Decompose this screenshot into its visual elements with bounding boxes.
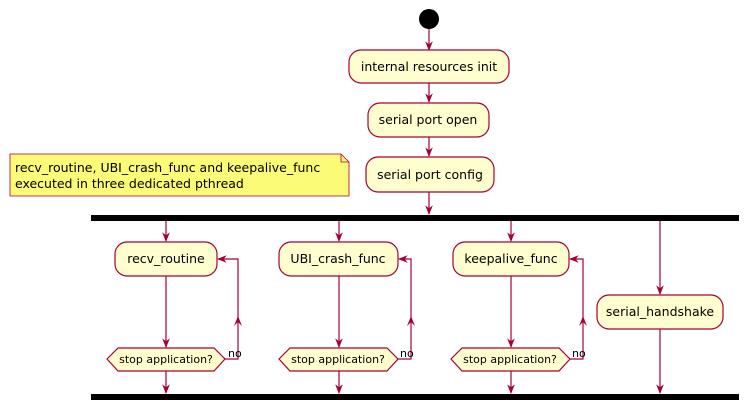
- activity-label: serial_handshake: [606, 304, 715, 319]
- activity-internal-resources-init: internal resources init: [348, 49, 510, 84]
- decision-crash: stop application?: [278, 347, 399, 372]
- activity-label: internal resources init: [361, 59, 497, 74]
- activity-serial-handshake: serial_handshake: [596, 294, 724, 330]
- loop-label: no: [228, 347, 242, 360]
- decision-recv: stop application?: [106, 347, 226, 372]
- join-bar: [91, 394, 739, 400]
- loop-label: no: [400, 347, 414, 360]
- activity-label: recv_routine: [127, 251, 205, 266]
- start-node: [419, 9, 439, 29]
- decision-keepalive: stop application?: [450, 347, 571, 372]
- activity-label: keepalive_func: [464, 251, 557, 266]
- activity-serial-port-config: serial port config: [365, 156, 495, 193]
- activity-label: serial port open: [379, 112, 478, 127]
- loop-arrow-up: [234, 316, 242, 326]
- activity-ubi-crash-func: UBI_crash_func: [278, 241, 399, 277]
- loop-crash: [398, 255, 412, 360]
- activity-label: UBI_crash_func: [290, 251, 385, 266]
- fork-bar: [91, 215, 739, 221]
- decision-label: stop application?: [463, 353, 557, 366]
- loop-recv: [217, 255, 239, 360]
- activity-serial-port-open: serial port open: [367, 102, 490, 138]
- note: recv_routine, UBI_crash_func and keepali…: [9, 153, 350, 197]
- note-line-2: executed in three dedicated pthread: [15, 176, 244, 191]
- activity-keepalive-func: keepalive_func: [452, 241, 570, 277]
- loop-arrow-up: [579, 316, 587, 326]
- decision-label: stop application?: [291, 353, 385, 366]
- activity-label: serial port config: [377, 167, 483, 182]
- loop-arrow-up: [407, 316, 415, 326]
- decision-label: stop application?: [119, 353, 213, 366]
- loop-keepalive: [569, 255, 584, 360]
- loop-label: no: [572, 347, 586, 360]
- note-line-1: recv_routine, UBI_crash_func and keepali…: [15, 160, 320, 175]
- activity-recv-routine: recv_routine: [114, 241, 218, 277]
